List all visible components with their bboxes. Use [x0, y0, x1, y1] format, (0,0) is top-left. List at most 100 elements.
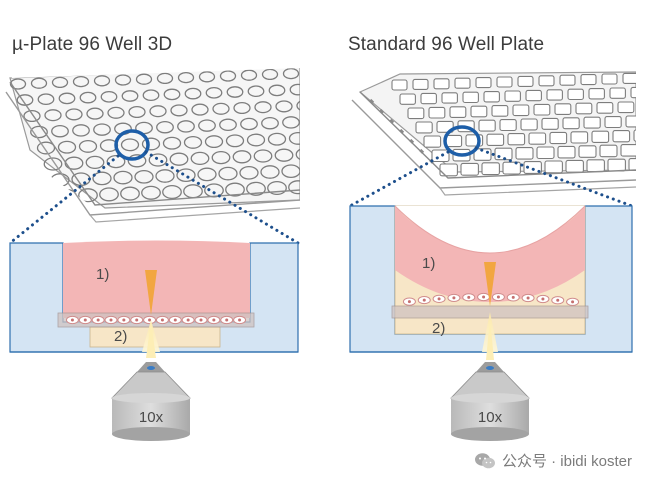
cell-nucleus [225, 318, 229, 322]
well-circle [170, 104, 188, 117]
cell-nucleus [452, 296, 456, 300]
left-label-1: 1) [96, 266, 109, 283]
well-circle [169, 152, 189, 166]
well-circle [239, 165, 259, 180]
well-circle [240, 69, 258, 81]
well-square [491, 105, 509, 117]
well-square [596, 102, 614, 114]
well-circle [86, 107, 104, 120]
well-circle [288, 131, 300, 145]
well-circle [51, 124, 69, 138]
well-square [554, 103, 572, 115]
cell-nucleus [96, 318, 100, 322]
cell-nucleus [437, 297, 441, 301]
well-square [633, 129, 636, 142]
well-circle [155, 169, 175, 183]
well-circle [281, 164, 300, 179]
well-circle [225, 134, 245, 148]
watermark: 公众号 · ibidi koster [474, 450, 632, 471]
well-square [570, 131, 589, 144]
cell-nucleus [173, 318, 177, 322]
well-circle [176, 168, 196, 183]
well-circle [51, 76, 69, 89]
row-letter-mark [399, 128, 405, 134]
well-circle [205, 86, 223, 99]
well-square [565, 159, 584, 173]
well-square [599, 144, 618, 158]
well-circle [134, 169, 154, 184]
well-circle [36, 141, 56, 155]
well-square [538, 75, 555, 87]
cell-nucleus [135, 318, 139, 322]
left-highlight-ring [114, 129, 150, 161]
row-letter-mark [419, 148, 425, 154]
well-circle [253, 149, 273, 163]
well-square [541, 117, 559, 130]
well-square [412, 78, 429, 90]
well-circle [107, 106, 125, 119]
well-square [642, 144, 650, 156]
well-circle [120, 138, 140, 152]
well-circle [233, 101, 251, 115]
well-circle [303, 164, 321, 176]
well-circle [149, 105, 167, 118]
well-circle [156, 120, 174, 134]
well-square [536, 146, 555, 160]
well-square [499, 119, 517, 132]
well-circle [92, 171, 112, 186]
cell-nucleus [148, 318, 152, 322]
well-square [407, 107, 425, 120]
well-square [557, 145, 576, 159]
left-objective-label: 10x [139, 409, 164, 426]
cell-nucleus [571, 300, 575, 304]
well-circle [148, 153, 168, 167]
well-circle [142, 89, 160, 102]
left-panel-title: µ-Plate 96 Well 3D [12, 34, 173, 55]
well-square [399, 93, 416, 105]
well-circle [274, 148, 294, 162]
left-zoom-line-left [8, 154, 120, 245]
cell-nucleus [199, 318, 203, 322]
right-gel-layer [395, 206, 585, 302]
well-square [601, 73, 618, 85]
well-square [507, 133, 526, 146]
cell-nucleus [541, 297, 545, 301]
well-circle [128, 105, 146, 119]
well-square [575, 102, 593, 115]
well-circle [331, 179, 350, 192]
well-square [622, 72, 636, 84]
well-square [586, 159, 605, 173]
well-circle [282, 116, 300, 129]
well-circle [78, 188, 98, 203]
right-objective [450, 362, 530, 441]
right-objective-label: 10x [478, 409, 503, 426]
cell-nucleus [83, 318, 87, 322]
well-circle [72, 124, 90, 137]
well-circle [247, 85, 265, 98]
well-circle [57, 140, 77, 154]
well-square [591, 130, 610, 143]
row-letter-mark [379, 108, 385, 114]
well-circle [156, 72, 174, 85]
watermark-text: 公众号 · ibidi koster [501, 453, 632, 470]
well-circle [198, 71, 216, 83]
well-circle [120, 186, 140, 201]
cell-nucleus [238, 318, 242, 322]
well-circle [44, 109, 62, 122]
well-circle [219, 70, 237, 82]
well-square [423, 135, 442, 148]
well-square [578, 145, 597, 158]
well-circle [282, 67, 300, 80]
well-circle [246, 133, 266, 147]
well-square [625, 115, 636, 128]
well-square [478, 119, 496, 132]
well-square [520, 118, 538, 131]
right-plate-perspective [351, 71, 650, 196]
well-square [528, 132, 547, 145]
row-letter-mark [389, 118, 395, 124]
left-objective [111, 362, 191, 441]
right-highlight-ring [443, 125, 481, 157]
left-focus-cone [145, 270, 157, 315]
well-circle [289, 83, 300, 96]
well-circle [162, 136, 182, 150]
